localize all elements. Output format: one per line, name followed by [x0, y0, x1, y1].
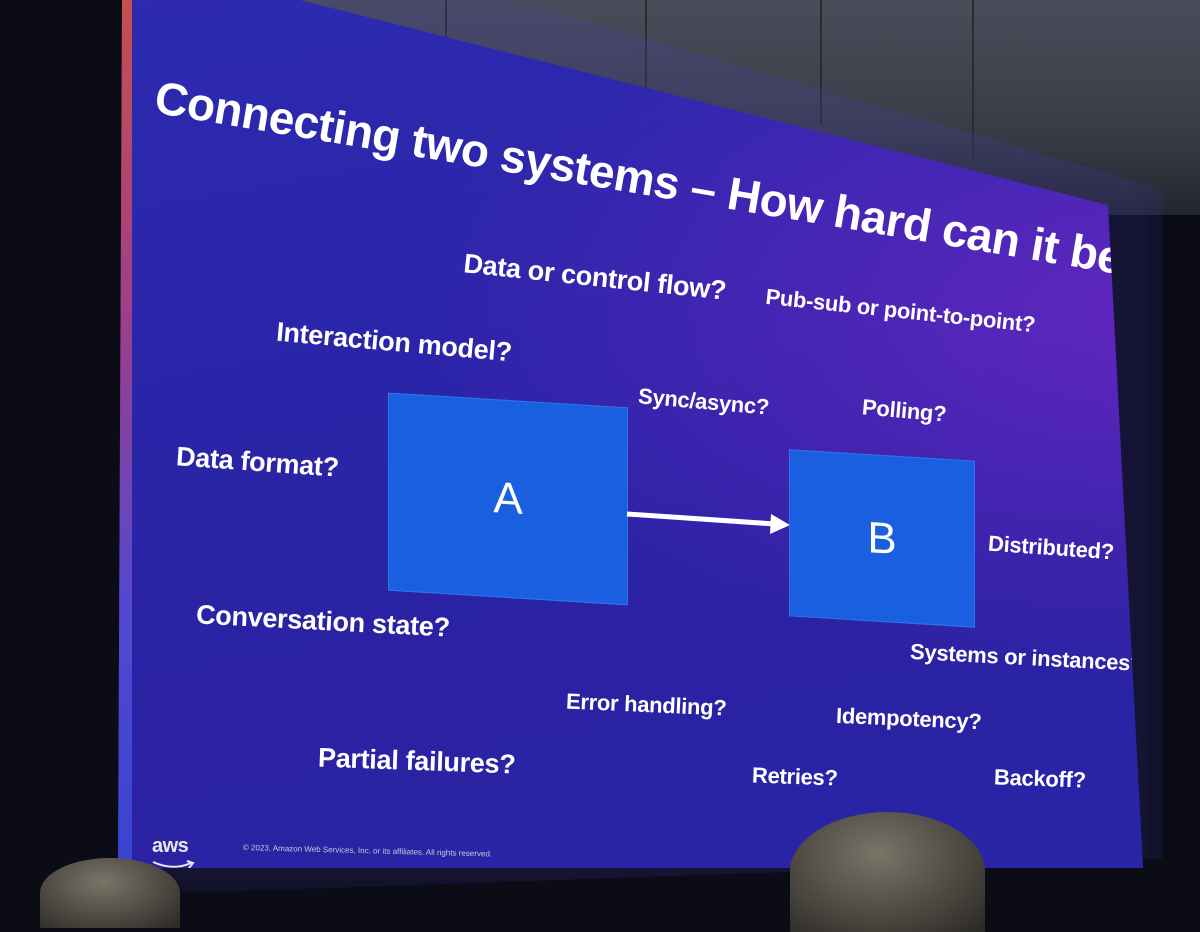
- audience-head: [790, 812, 985, 932]
- question-distributed: Distributed?: [987, 530, 1115, 565]
- question-polling: Polling?: [861, 394, 948, 427]
- system-a-box: A: [388, 392, 628, 606]
- system-a-label: A: [493, 473, 523, 524]
- question-interaction-model: Interaction model?: [275, 316, 514, 368]
- system-b-label: B: [867, 512, 897, 564]
- question-backoff: Backoff?: [993, 764, 1087, 793]
- question-data-format: Data format?: [175, 441, 340, 483]
- system-b-box: B: [789, 449, 975, 628]
- aws-logo: aws: [152, 835, 189, 857]
- question-partial-failures: Partial failures?: [317, 742, 516, 780]
- ceiling-seam: [645, 0, 647, 90]
- audience-head: [40, 858, 180, 928]
- ceiling-seam: [972, 0, 974, 160]
- question-data-or-control-flow: Data or control flow?: [462, 248, 728, 306]
- question-sync-async: Sync/async?: [637, 383, 771, 420]
- arrow-a-to-b: [626, 511, 790, 534]
- question-systems-or-instances: Systems or instances?: [909, 638, 1144, 677]
- question-idempotency: Idempotency?: [835, 702, 983, 735]
- question-error-handling: Error handling?: [565, 688, 728, 721]
- question-pub-sub: Pub-sub or point-to-point?: [764, 283, 1037, 338]
- ceiling-seam: [820, 0, 822, 125]
- screen-edge-strip: [118, 0, 132, 868]
- aws-smile-icon: [152, 860, 195, 868]
- question-conversation-state: Conversation state?: [195, 599, 451, 643]
- ceiling-seam: [445, 0, 447, 45]
- copyright-notice: © 2023, Amazon Web Services, Inc. or its…: [242, 843, 493, 859]
- question-retries: Retries?: [751, 762, 839, 791]
